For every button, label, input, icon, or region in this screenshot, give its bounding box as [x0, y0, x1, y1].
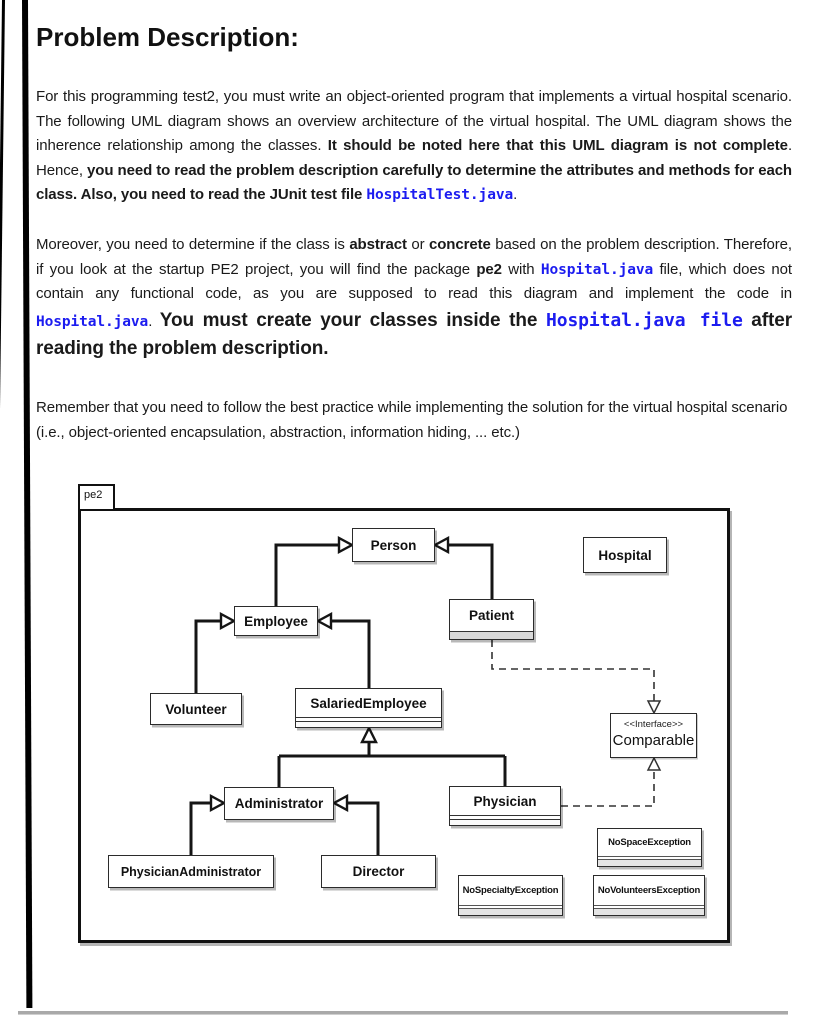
uml-connectors: [189, 535, 662, 855]
paragraph-intro: For this programming test2, you must wri…: [36, 88, 793, 203]
uml-class-volunteer: Volunteer: [150, 693, 242, 725]
uml-exception-compartment: [594, 905, 704, 908]
uml-diagram: pe2: [78, 484, 730, 943]
uml-class-administrator: Administrator: [224, 787, 334, 820]
uml-class-person-label: Person: [370, 537, 417, 553]
uml-class-volunteer-label: Volunteer: [165, 701, 227, 717]
uml-class-physician-compartment: [450, 819, 560, 825]
package-tab: pe2: [78, 484, 115, 509]
uml-interface-comparable-label: Comparable: [612, 732, 695, 749]
uml-class-director: Director: [321, 855, 436, 888]
uml-class-employee-label: Employee: [244, 613, 308, 629]
uml-class-physician-administrator-label: PhysicianAdministrator: [120, 864, 262, 879]
page-title: Problem Description:: [36, 22, 299, 52]
uml-class-physician-administrator: PhysicianAdministrator: [108, 855, 274, 888]
uml-class-no-space-exception-label: NoSpaceException: [608, 837, 691, 848]
realization-arrowheads: [646, 700, 662, 771]
uml-exception-compartment: [598, 856, 701, 859]
uml-exception-compartment: [459, 905, 562, 908]
uml-class-physician-label: Physician: [473, 793, 537, 809]
package-frame: Person Hospital Employee Patient Volunte…: [78, 508, 730, 943]
uml-class-physician-compartment: [450, 815, 560, 819]
inheritance-arrowheads: [209, 535, 450, 813]
uml-class-patient-label: Patient: [468, 608, 514, 623]
uml-class-salaried-employee-compartment: [296, 717, 441, 721]
page-bottom-rule: [18, 1011, 788, 1015]
inheritance-lines: [189, 543, 507, 855]
uml-class-no-space-exception: NoSpaceException: [597, 828, 702, 867]
uml-exception-compartment: [594, 908, 704, 915]
uml-class-hospital: Hospital: [583, 537, 667, 573]
uml-class-physician: Physician: [449, 786, 561, 826]
uml-exception-compartment: [598, 859, 701, 866]
uml-class-person: Person: [352, 528, 435, 562]
uml-class-director-label: Director: [352, 864, 405, 879]
uml-class-no-specialty-exception-label: NoSpecialtyException: [462, 885, 559, 896]
uml-class-employee: Employee: [234, 606, 318, 636]
uml-class-no-specialty-exception: NoSpecialtyException: [458, 875, 563, 916]
uml-class-patient-compartment: [450, 631, 533, 639]
uml-class-hospital-label: Hospital: [598, 547, 652, 563]
uml-interface-stereotype: <<Interface>>: [623, 719, 684, 730]
uml-exception-compartment: [459, 908, 562, 915]
paragraph-remember: Remember that you need to follow the bes…: [36, 399, 788, 441]
uml-class-salaried-employee-label: SalariedEmployee: [310, 695, 427, 711]
uml-class-salaried-employee: SalariedEmployee: [295, 688, 442, 728]
realization-lines: [491, 640, 655, 807]
paragraph-moreover: Moreover, you need to determine if the c…: [36, 236, 792, 359]
page-left-border-outer: [0, 0, 5, 1012]
page-left-border-inner: [21, 0, 32, 1008]
uml-class-salaried-employee-compartment: [296, 721, 441, 727]
uml-class-patient: Patient: [449, 599, 534, 640]
uml-class-no-volunteers-exception-label: NoVolunteersException: [597, 885, 701, 896]
uml-interface-comparable: <<Interface>> Comparable: [610, 713, 697, 758]
uml-class-administrator-label: Administrator: [234, 796, 324, 811]
uml-class-no-volunteers-exception: NoVolunteersException: [593, 875, 705, 916]
